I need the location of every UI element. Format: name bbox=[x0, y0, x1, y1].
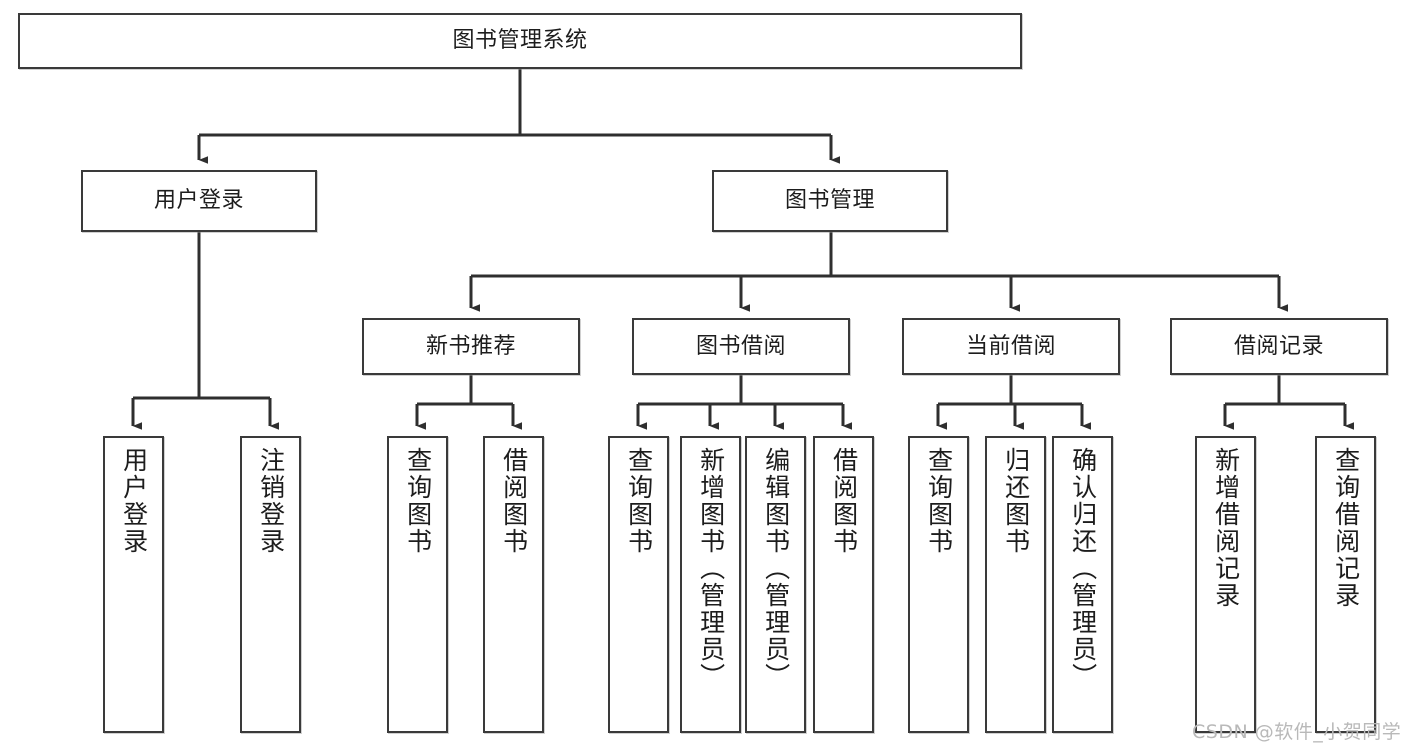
leaf-borrow-book[interactable]: 借阅图书 bbox=[813, 436, 874, 733]
leaf-edit-book[interactable]: 编辑图书（管理员） bbox=[745, 436, 806, 733]
leaf-confirm-return[interactable]: 确认归还（管理员） bbox=[1052, 436, 1113, 733]
leaf-query-record[interactable]: 查询借阅记录 bbox=[1315, 436, 1376, 733]
leaf-query-book-rec-label: 查询图书 bbox=[403, 447, 433, 555]
leaf-return-book[interactable]: 归还图书 bbox=[985, 436, 1046, 733]
leaf-logout[interactable]: 注销登录 bbox=[240, 436, 301, 733]
leaf-user-login-label: 用户登录 bbox=[119, 447, 149, 555]
node-root-label: 图书管理系统 bbox=[452, 28, 588, 54]
leaf-confirm-return-label: 确认归还（管理员） bbox=[1068, 447, 1098, 690]
leaf-add-book-label: 新增图书（管理员） bbox=[696, 447, 726, 690]
leaf-add-record[interactable]: 新增借阅记录 bbox=[1195, 436, 1256, 733]
node-book-borrow[interactable]: 图书借阅 bbox=[632, 318, 850, 375]
node-current-borrow-label: 当前借阅 bbox=[965, 333, 1056, 359]
leaf-user-login[interactable]: 用户登录 bbox=[103, 436, 164, 733]
leaf-borrow-book-rec-label: 借阅图书 bbox=[499, 447, 529, 555]
leaf-query-book-rec[interactable]: 查询图书 bbox=[387, 436, 448, 733]
leaf-query-book-borrow[interactable]: 查询图书 bbox=[608, 436, 669, 733]
leaf-borrow-book-label: 借阅图书 bbox=[829, 447, 859, 555]
leaf-add-record-label: 新增借阅记录 bbox=[1211, 447, 1241, 609]
node-new-book-recommend-label: 新书推荐 bbox=[425, 333, 516, 359]
csdn-watermark: CSDN @软件_小贺同学 bbox=[1192, 721, 1402, 743]
node-new-book-recommend[interactable]: 新书推荐 bbox=[362, 318, 580, 375]
node-book-borrow-label: 图书借阅 bbox=[695, 333, 786, 359]
leaf-logout-label: 注销登录 bbox=[256, 447, 286, 555]
leaf-query-book-current-label: 查询图书 bbox=[924, 447, 954, 555]
node-borrow-record-label: 借阅记录 bbox=[1233, 333, 1324, 359]
leaf-query-record-label: 查询借阅记录 bbox=[1331, 447, 1361, 609]
node-book-management[interactable]: 图书管理 bbox=[712, 170, 948, 232]
node-borrow-record[interactable]: 借阅记录 bbox=[1170, 318, 1388, 375]
leaf-return-book-label: 归还图书 bbox=[1001, 447, 1031, 555]
leaf-query-book-borrow-label: 查询图书 bbox=[624, 447, 654, 555]
leaf-borrow-book-rec[interactable]: 借阅图书 bbox=[483, 436, 544, 733]
node-current-borrow[interactable]: 当前借阅 bbox=[902, 318, 1120, 375]
node-root[interactable]: 图书管理系统 bbox=[18, 13, 1022, 69]
node-user-login-label: 用户登录 bbox=[153, 188, 244, 214]
leaf-edit-book-label: 编辑图书（管理员） bbox=[761, 447, 791, 690]
leaf-query-book-current[interactable]: 查询图书 bbox=[908, 436, 969, 733]
node-book-management-label: 图书管理 bbox=[784, 188, 875, 214]
leaf-add-book[interactable]: 新增图书（管理员） bbox=[680, 436, 741, 733]
node-user-login[interactable]: 用户登录 bbox=[81, 170, 317, 232]
